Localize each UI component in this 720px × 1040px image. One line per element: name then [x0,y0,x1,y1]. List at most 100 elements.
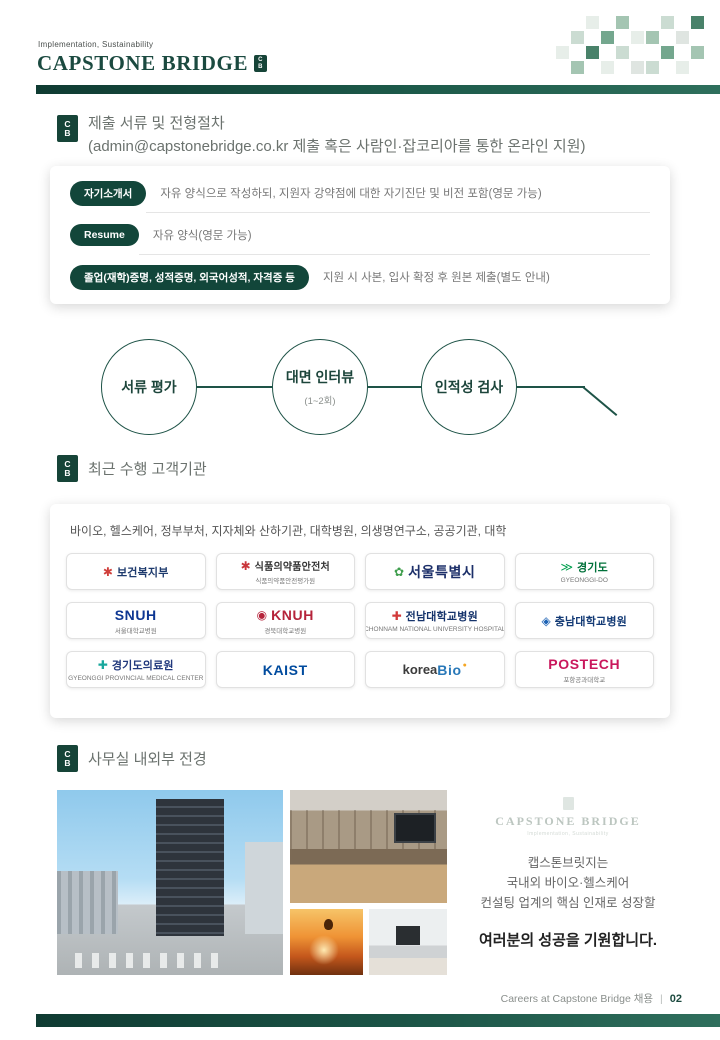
logo-prefix-text: korea [402,662,438,677]
client-logo: ✚ 경기도의료원 GYEONGGI PROVINCIAL MEDICAL CEN… [66,651,206,688]
client-logo: ◉ KNUH 경북대학교병원 [215,602,355,639]
logo-main-text: 경기도 [577,562,609,574]
section-office-title: 사무실 내외부 전경 [88,751,207,768]
footer-label: Careers at Capstone Bridge 채용 [500,993,654,1005]
faded-brand-name: CAPSTONE BRIDGE [495,814,641,828]
page-number: 02 [669,992,682,1005]
document-type-badge: 자기소개서 [70,180,147,206]
client-logo: SNUH 서울대학교병원 [66,602,206,639]
document-type-badge: Resume [70,224,139,246]
section-cb-icon: C B [57,115,78,142]
documents-card: 자기소개서 자유 양식으로 작성하되, 지원자 강약점에 대한 자기진단 및 비… [50,166,670,304]
section-clients-title: 최근 수행 고객기관 [88,461,207,478]
client-logo: ≫ 경기도 GYEONGGI-DO [514,553,654,590]
logo-tail-icon: ● [462,662,467,669]
logo-main-text: 경기도의료원 [111,660,174,672]
logo-main-text: Bio [437,661,462,678]
message-line: 캡스톤브릿지는 [527,856,609,870]
logo-mark-icon: ◈ [541,613,551,628]
logo-sub-text: GYEONGGI PROVINCIAL MEDICAL CENTER [68,675,204,682]
document-type-badge: 졸업(재학)증명, 성적증명, 외국어성적, 자격증 등 [70,264,309,290]
message-line: 컨설팅 업계의 핵심 인재로 성장할 [480,896,656,910]
logo-mark-icon: ✱ [240,558,251,573]
photo-sunset-balloon [290,909,363,975]
footer: Careers at Capstone Bridge 채용 | 02 [501,991,682,1006]
photo-building-exterior [57,790,283,975]
logo-mark-icon: ◉ [256,607,268,622]
client-logo: ✱ 보건복지부 [66,553,206,590]
logo-sub-text: 식품의약품안전평가원 [255,578,316,585]
footer-divider: | [660,992,663,1005]
client-logo: ◈ 충남대학교병원 [514,602,654,639]
office-message-block: CAPSTONE BRIDGE Implementation, Sustaina… [452,797,684,950]
section-apply-subtitle: (admin@capstonebridge.co.kr 제출 혹은 사람인·잡코… [88,138,586,155]
faded-brand-logo: CAPSTONE BRIDGE Implementation, Sustaina… [452,797,684,837]
document-requirement-row: 자기소개서 자유 양식으로 작성하되, 지원자 강약점에 대한 자기진단 및 비… [70,172,650,214]
document-requirement-row: 졸업(재학)증명, 성적증명, 외국어성적, 자격증 등 지원 시 사본, 입사… [70,256,650,298]
logo-sub-text: 서울대학교병원 [114,627,157,635]
logo-mark-icon: ✚ [97,658,108,672]
footer-divider-bar [36,1014,720,1027]
header-tagline: Implementation, Sustainability [38,40,154,49]
logo-main-text: 서울특별시 [408,563,476,580]
logo-sub-text: GYEONGGI-DO [560,577,608,584]
client-logo: ✿ 서울특별시 [365,553,505,590]
process-arrow-line [582,386,618,417]
faded-brand-tagline: Implementation, Sustainability [527,831,609,837]
client-logo: POSTECH 포항공과대학교 [514,651,654,688]
building-left-shape [57,871,119,935]
logo-sub-text: 경북대학교병원 [264,627,307,635]
document-requirements-list: 자기소개서 자유 양식으로 작성하되, 지원자 강약점에 대한 자기진단 및 비… [70,172,650,298]
clients-card: 바이오, 헬스케어, 정부부처, 지자체와 산하기관, 대학병원, 의생명연구소… [50,504,670,718]
logo-main-text: 보건복지부 [116,566,169,579]
brand-name: CAPSTONE BRIDGE [37,51,249,75]
process-step-document-screening: 서류 평가 [101,339,197,435]
tv-screen-shape [393,812,437,844]
photo-office-room [369,909,447,975]
document-description: 자유 양식으로 작성하되, 지원자 강약점에 대한 자기진단 및 비전 포함(영… [146,174,650,213]
message-line: 국내외 바이오·헬스케어 [506,876,630,890]
building-right-shape [244,841,283,935]
client-logo: korea Bio ● [365,651,505,688]
building-main-shape [156,799,225,937]
desk-shape [369,957,447,975]
client-logo: ✚ 전남대학교병원 CHONNAM NATIONAL UNIVERSITY HO… [365,602,505,639]
photo-meeting-room [290,790,447,903]
section-cb-icon: C B [57,455,78,482]
document-requirement-row: Resume 자유 양식(영문 가능) [70,214,650,256]
cb-logo-icon: C B [254,55,268,72]
logo-main-text: 충남대학교병원 [554,615,627,628]
logo-main-text: KAIST [262,661,308,678]
process-step-interview: 대면 인터뷰 (1~2회) [272,339,368,435]
mosaic-decoration [556,16,704,74]
closing-message: 여러분의 성공을 기원합니다. [478,932,658,949]
crosswalk-shape [75,952,220,968]
logo-mark-icon: ✱ [102,564,113,579]
clients-intro-text: 바이오, 헬스케어, 정부부처, 지자체와 산하기관, 대학병원, 의생명연구소… [70,524,507,538]
document-description: 자유 양식(영문 가능) [138,216,650,255]
balloon-shape [323,918,333,930]
logo-sub-text: CHONNAM NATIONAL UNIVERSITY HOSPITAL [365,626,505,633]
logo-sub-text: 포항공과대학교 [563,676,606,684]
logo-mark-icon: ✚ [391,609,402,623]
logo-mark-icon: ≫ [560,560,574,574]
section-office-heading: 사무실 내외부 전경 [88,748,207,771]
monitor-shape [395,926,421,945]
document-description: 지원 시 사본, 입사 확정 후 원본 제출(별도 안내) [322,272,550,284]
section-apply-title: 제출 서류 및 전형절차 [88,115,225,132]
logo-main-text: POSTECH [548,655,621,672]
logo-main-text: 전남대학교병원 [405,611,478,623]
section-clients-heading: 최근 수행 고객기관 [88,458,207,481]
logo-main-text: KNUH [271,606,314,623]
client-logo-grid: ✱ 보건복지부 ✱ 식품의약품안전처 식품의약품안전평가원 ✿ [66,553,654,688]
logo-main-text: SNUH [114,606,157,623]
logo-mark-icon: ✿ [394,564,405,579]
process-step-aptitude-test: 인적성 검사 [421,339,517,435]
sun-glow-shape [308,935,339,966]
logo-main-text: 식품의약품안전처 [254,562,330,573]
client-logo: KAIST [215,651,355,688]
header-divider-bar [36,85,720,94]
office-message-lines: 캡스톤브릿지는 국내외 바이오·헬스케어 컨설팅 업계의 핵심 인재로 성장할 [452,853,684,913]
brand-logo: CAPSTONE BRIDGE C B [37,51,268,76]
